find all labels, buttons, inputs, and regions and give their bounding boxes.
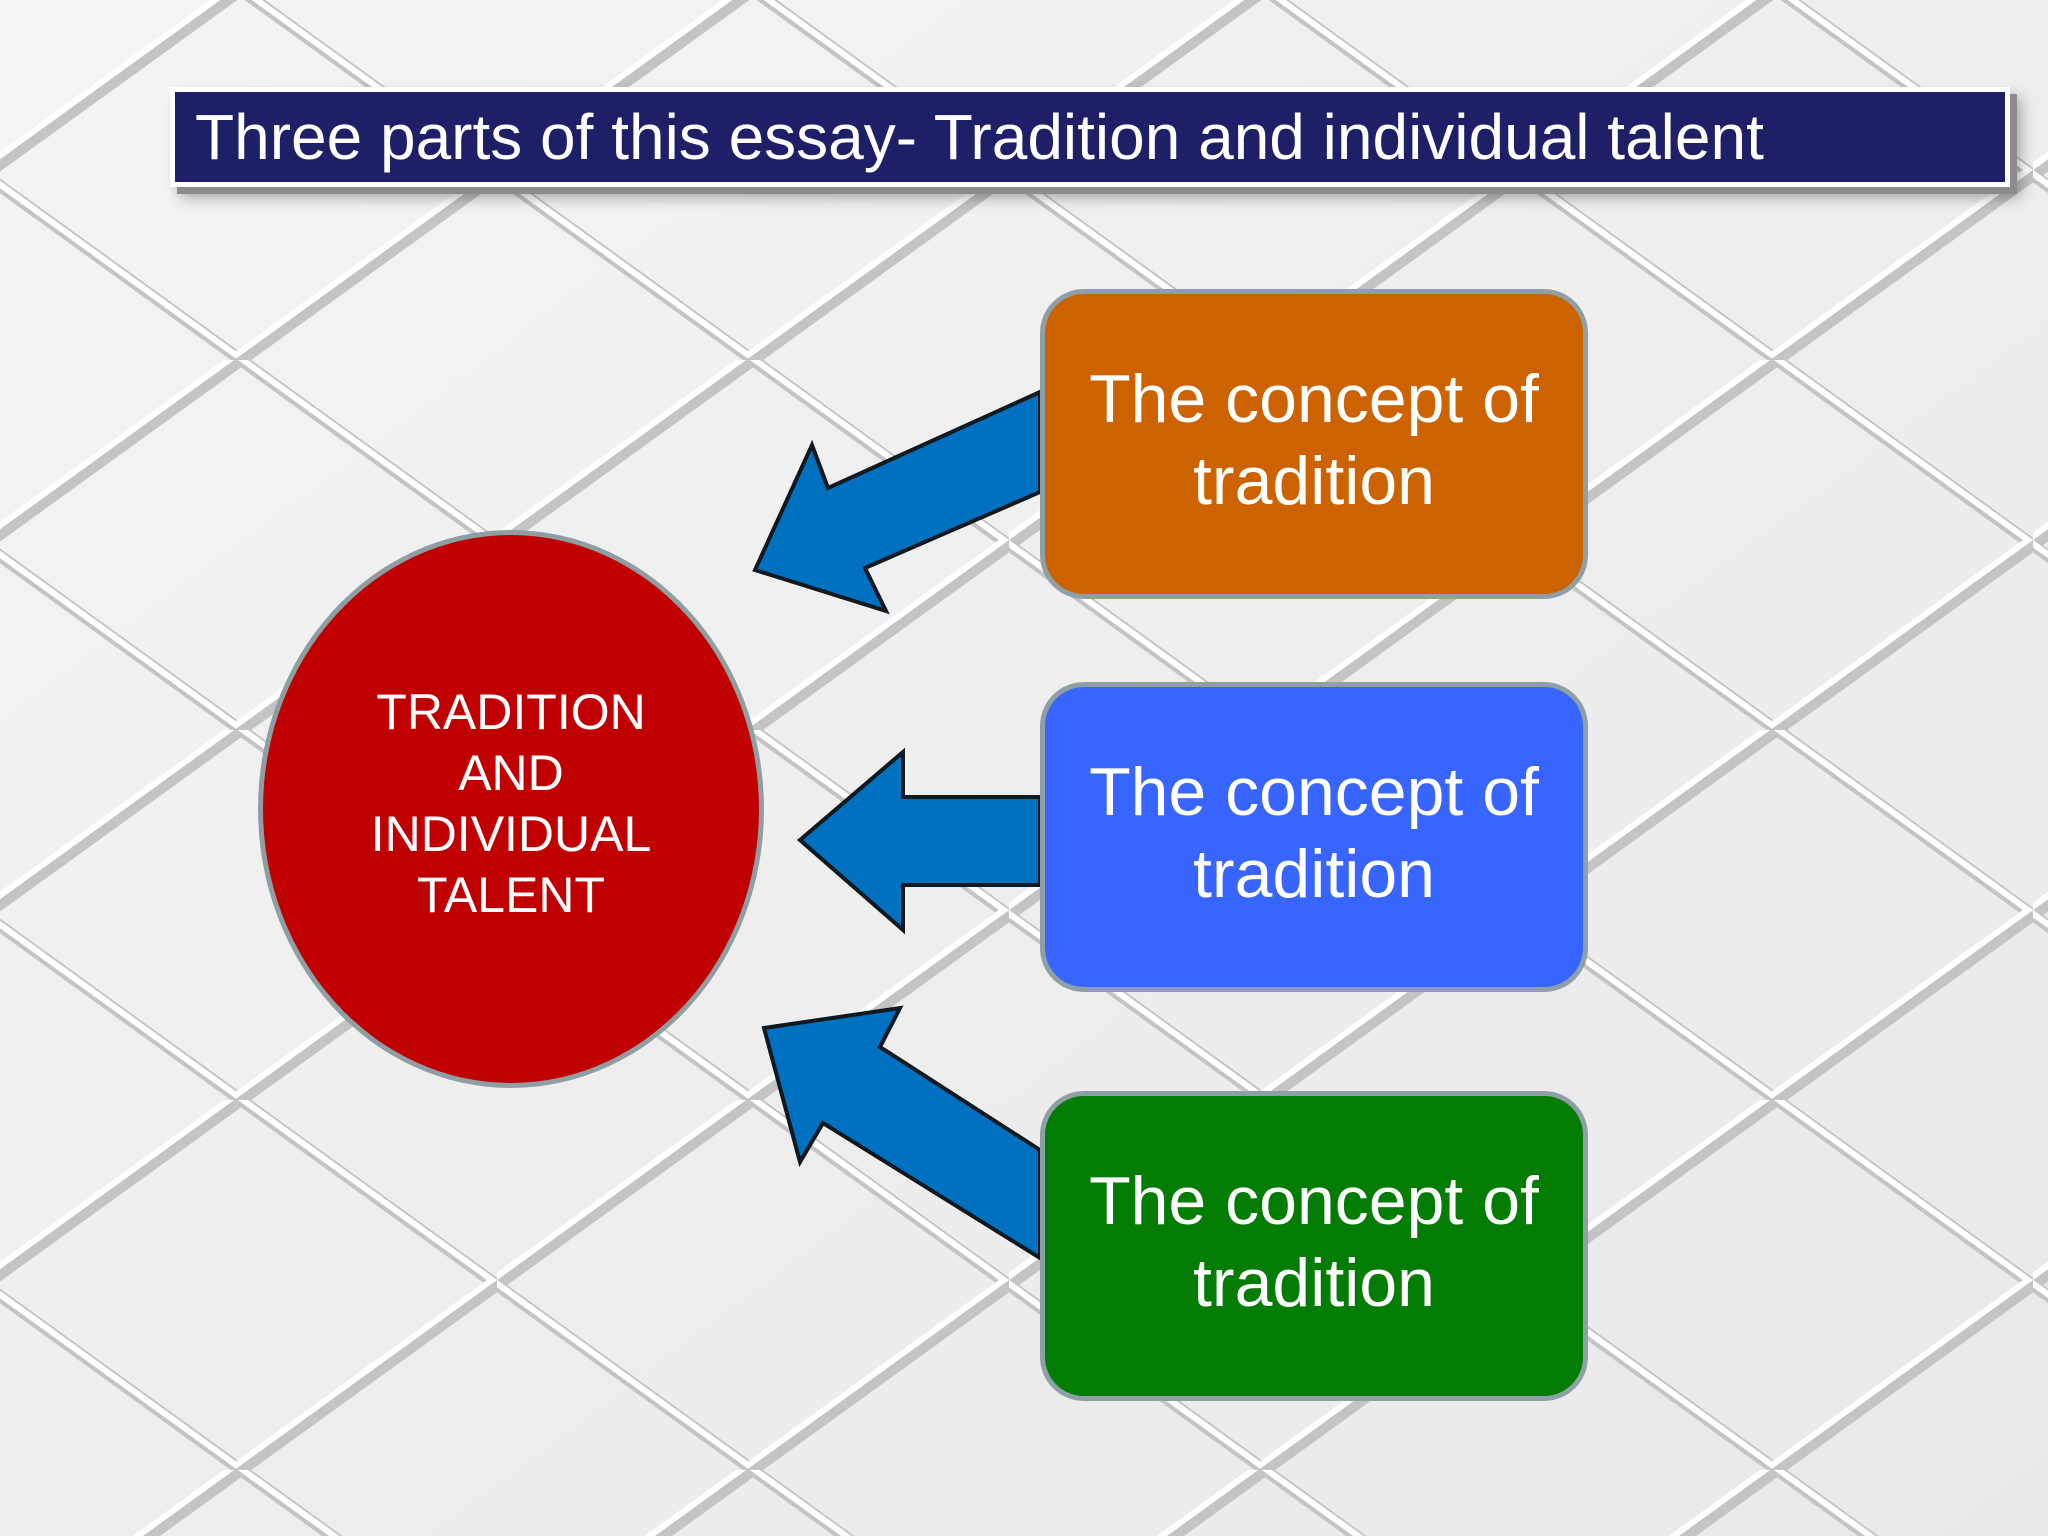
part-label-1: The concept of tradition bbox=[1089, 361, 1539, 519]
arrow-bottom bbox=[761, 1005, 1042, 1262]
part-box-3: The concept of tradition bbox=[1040, 1091, 1588, 1401]
part-box-1: The concept of tradition bbox=[1040, 289, 1588, 599]
center-concept-circle: TRADITION AND INDIVIDUAL TALENT bbox=[258, 530, 764, 1088]
slide-title: Three parts of this essay- Tradition and… bbox=[195, 101, 1764, 173]
title-bar: Three parts of this essay- Tradition and… bbox=[170, 87, 2010, 187]
part-label-3: The concept of tradition bbox=[1089, 1163, 1539, 1321]
arrow-top bbox=[752, 388, 1042, 615]
arrow-middle bbox=[796, 747, 1042, 935]
part-label-2: The concept of tradition bbox=[1089, 754, 1539, 912]
part-box-2: The concept of tradition bbox=[1040, 682, 1588, 992]
center-concept-label: TRADITION AND INDIVIDUAL TALENT bbox=[370, 684, 652, 923]
